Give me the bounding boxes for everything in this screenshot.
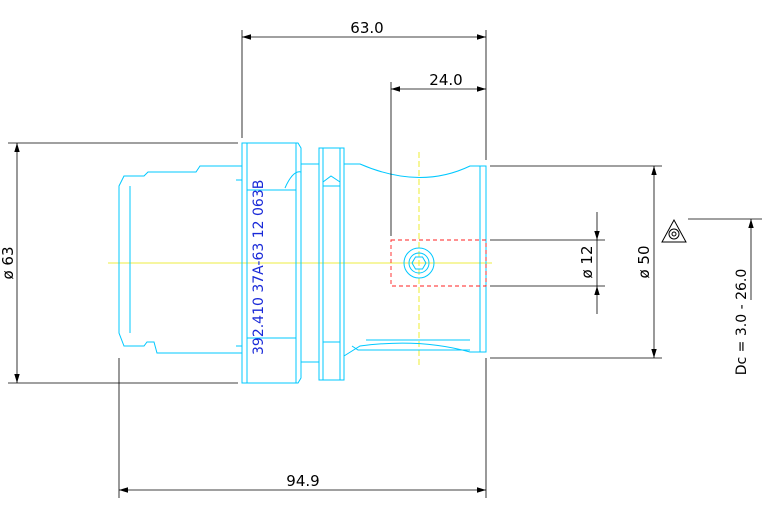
dimension-labels: 63.0 24.0 94.9 ø 63 ø 12 ø 50 Dc = 3.0 -… — [0, 19, 750, 490]
label-63: 63.0 — [350, 19, 383, 37]
label-d12: ø 12 — [578, 245, 596, 278]
screw-outer-circle — [403, 247, 435, 279]
label-24: 24.0 — [429, 71, 462, 89]
label-d50: ø 50 — [635, 245, 653, 278]
flange-groove-top — [284, 171, 302, 189]
collar-outline — [318, 147, 345, 381]
label-d63: ø 63 — [0, 246, 17, 279]
dimensions — [8, 30, 762, 498]
collar-slot — [322, 175, 341, 343]
shank-outline — [118, 165, 242, 354]
hidden-bore — [390, 239, 487, 287]
flange-groove-bottom — [247, 189, 296, 339]
front-body-outline — [343, 163, 487, 357]
screw-inner-circle — [408, 252, 430, 274]
triangle-insert-icon — [661, 218, 687, 243]
flange-outline — [241, 142, 302, 384]
label-94: 94.9 — [286, 472, 319, 490]
label-dc: Dc = 3.0 - 26.0 — [734, 269, 750, 376]
front-body-lower-detail — [351, 339, 470, 351]
centerlines — [108, 152, 492, 368]
screw-hex — [411, 256, 427, 270]
tool-outline — [118, 142, 487, 384]
part-number: 392.410 37A-63 12 063B — [251, 180, 267, 355]
shank-inner-line — [129, 179, 242, 347]
